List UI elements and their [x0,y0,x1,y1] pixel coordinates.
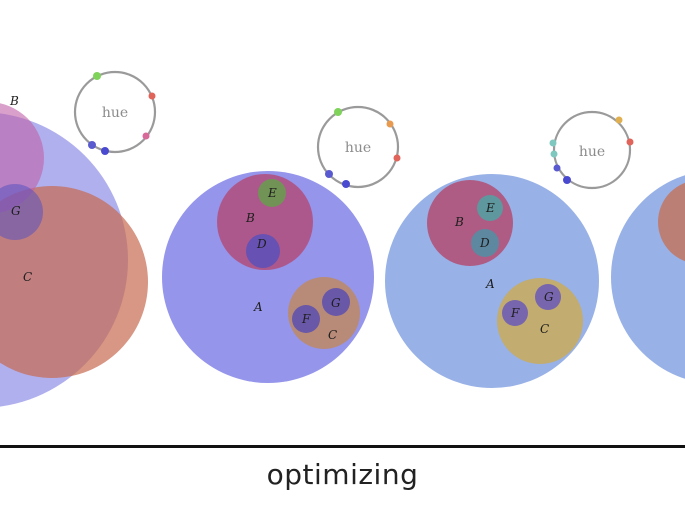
hue-marker [88,141,96,149]
set-d-label: D [479,236,490,250]
set-e-label: E [485,201,495,215]
hue-wheel-2: hue [549,110,634,190]
set-g-label: G [11,204,21,218]
set-d-circle [471,229,499,257]
set-b-label: B [9,94,19,108]
axis-caption: optimizing [266,458,419,491]
hue-label: hue [102,105,128,121]
set-f-label: F [510,306,520,320]
set-f-circle [292,305,320,333]
hue-marker [563,176,571,184]
hue-marker [550,150,558,158]
set-f-label: F [301,312,311,326]
hue-ring [316,105,400,189]
set-b-circle [217,174,313,270]
set-e-circle [477,195,503,221]
hue-marker [142,132,150,140]
set-d-label: D [256,237,267,251]
set-a-label: A [485,277,495,291]
hue-label: hue [579,144,605,160]
hue-marker [148,92,156,100]
set-g-label: G [544,290,554,304]
set-e-label: E [267,186,277,200]
set-g-circle [535,284,561,310]
set-e-circle [258,179,286,207]
set-g-label: G [331,296,341,310]
set-g-circle [322,288,350,316]
set-g-circle [0,184,43,240]
set-c-label: C [540,322,549,336]
hue-marker [615,116,623,124]
set-b-circle [658,182,685,262]
hue-marker [626,138,634,146]
hue-marker [393,154,401,162]
hue-ring [73,70,157,154]
hue-marker [93,72,101,80]
set-f-circle [502,300,528,326]
set-a-label: A [253,300,263,314]
hue-label: hue [345,140,371,156]
panel-0: B G C [0,94,148,407]
panel-2: E B D A F G C [385,174,599,388]
set-c-label: C [23,270,32,284]
hue-marker [334,108,342,116]
hue-marker [325,170,333,178]
set-c-circle [0,186,148,378]
hue-ring [552,110,632,190]
set-d-circle [246,234,280,268]
set-b-label: B [245,211,255,225]
hue-marker [342,180,350,188]
hue-wheel-1: hue [316,105,401,189]
panel-1: E B D A F G C [162,171,374,383]
axis-line [0,445,685,448]
set-b-label: B [454,215,464,229]
hue-marker [386,120,394,128]
set-c-label: C [328,328,337,342]
hue-wheel-0: hue [73,70,157,155]
panel-3 [611,175,685,379]
hue-marker [101,147,109,155]
set-c-circle [497,278,583,364]
hue-marker [553,164,561,172]
hue-marker [549,139,557,147]
set-b-circle [427,180,513,266]
